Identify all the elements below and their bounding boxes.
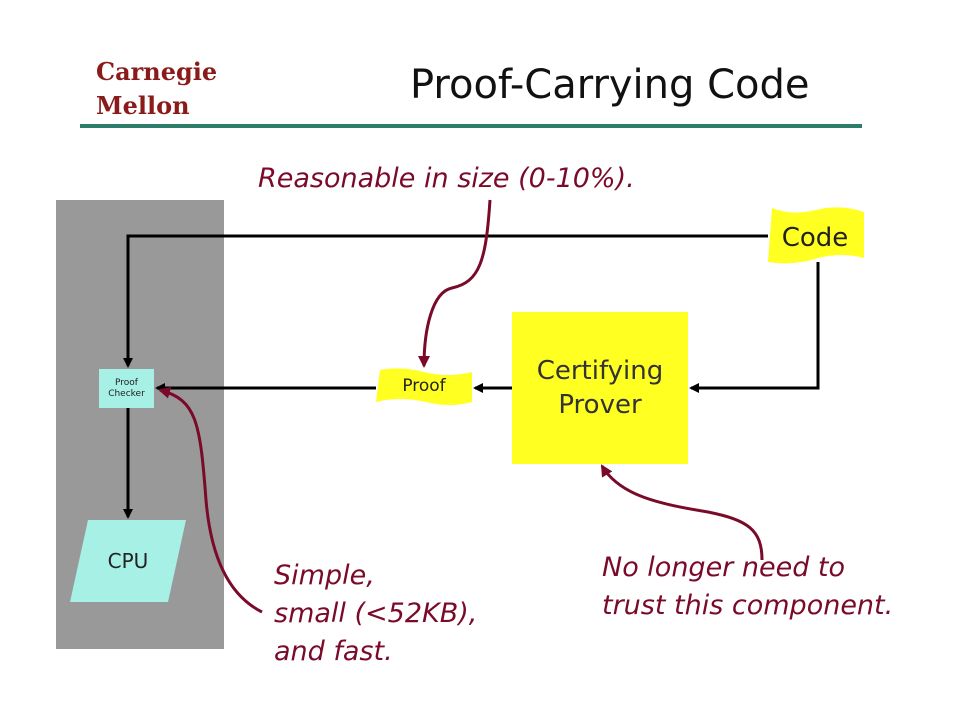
proof-checker-label-line-1: Proof xyxy=(115,377,138,388)
logo-line-2: Mellon xyxy=(96,91,190,120)
carnegie-mellon-logo: Carnegie Mellon xyxy=(96,55,217,123)
checker-note-line-3: and fast. xyxy=(274,636,393,667)
checker-note-line-1: Simple, xyxy=(274,560,375,591)
checker-note-pointer xyxy=(158,386,263,614)
proof-checker-label-line-2: Checker xyxy=(108,388,145,399)
cpu-label: CPU xyxy=(107,549,149,573)
size-note-text: Reasonable in size (0-10%). xyxy=(258,163,635,194)
prover-note-line-1: No longer need to xyxy=(602,552,846,583)
size-note-pointer xyxy=(418,199,492,368)
proof-label: Proof xyxy=(402,376,446,396)
code-document-shape xyxy=(768,207,864,264)
prover-note-line-2: trust this component. xyxy=(602,590,894,621)
checker-note-line-2: small (<52KB), xyxy=(274,598,478,629)
slide-title: Proof-Carrying Code xyxy=(410,62,810,108)
cpu-shape xyxy=(70,520,186,602)
code-to-checker-arrow xyxy=(123,234,768,368)
certifying-prover-box: Certifying Prover xyxy=(512,312,688,464)
certifying-prover-label-line-2: Prover xyxy=(558,390,642,420)
logo-line-1: Carnegie xyxy=(96,57,218,86)
certifying-prover-label-line-1: Certifying xyxy=(536,356,664,386)
title-divider xyxy=(80,124,862,128)
prover-note-pointer xyxy=(600,464,764,561)
code-to-prover-arrow xyxy=(689,262,820,393)
prover-note: No longer need to trust this component. xyxy=(602,549,893,625)
proof-document-shape xyxy=(376,368,472,405)
size-note: Reasonable in size (0-10%). xyxy=(258,160,635,198)
code-label: Code xyxy=(781,223,849,253)
proof-checker-box: Proof Checker xyxy=(99,369,154,408)
checker-note: Simple, small (<52KB), and fast. xyxy=(274,557,477,671)
